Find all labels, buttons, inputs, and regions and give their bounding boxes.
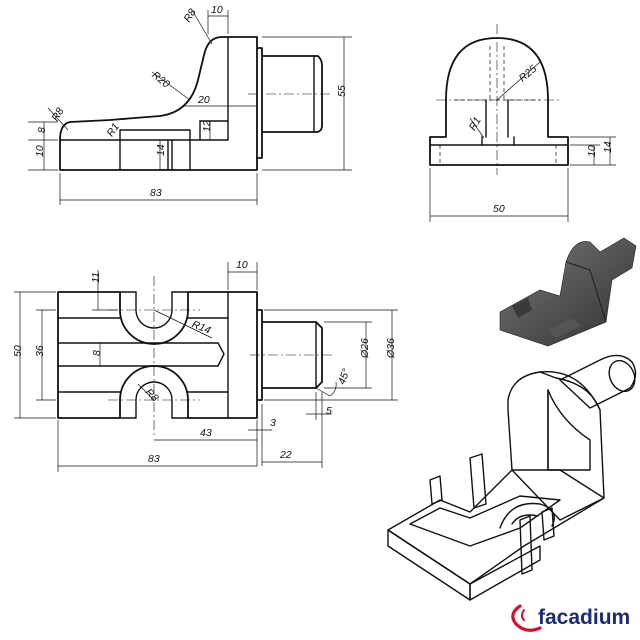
dim-11: 11	[90, 272, 102, 283]
dim-50: 50	[493, 203, 505, 215]
leader-r20	[151, 71, 191, 101]
dim-10-side: 10	[586, 145, 598, 157]
dim-20: 20	[197, 94, 210, 106]
leader-r25	[496, 61, 541, 101]
thumbnail-slot	[512, 298, 532, 318]
front-view-outline	[59, 36, 258, 171]
leader-r14	[153, 309, 213, 339]
dim-r14: R14	[190, 318, 213, 336]
dim-8-top: 8	[91, 350, 103, 356]
leader-r1	[469, 117, 485, 139]
side-view-web	[485, 99, 509, 138]
dim-45: 45°	[336, 367, 353, 386]
logo-swirl-icon	[511, 604, 542, 632]
logo-text: facadium	[538, 606, 630, 629]
iso-fin	[429, 475, 443, 505]
top-view-slot-caps	[119, 291, 189, 419]
front-view-boss	[256, 47, 323, 159]
top-view: 11 10 R14 R8 50 36 8 Ø26 Ø36 45°	[12, 259, 398, 472]
iso-base-side	[469, 545, 541, 601]
iso-boss	[559, 354, 637, 409]
dim-22: 22	[279, 449, 292, 461]
dim-14: 14	[155, 144, 167, 156]
iso-ramp	[409, 495, 561, 547]
front-view-slot	[119, 129, 191, 171]
top-view-break	[217, 342, 225, 367]
iso-base-top	[387, 469, 605, 585]
top-view-outline	[57, 291, 258, 419]
dim-50-top: 50	[12, 345, 24, 357]
leader-r8	[137, 383, 155, 401]
dim-14-side: 14	[602, 141, 614, 153]
iso-u-slot	[499, 502, 555, 529]
dim-d36: Ø36	[385, 338, 397, 359]
iso-u-slot-inner	[511, 514, 539, 525]
dim-83-top: 83	[148, 453, 160, 465]
logo-swirl-inner-icon	[521, 609, 525, 621]
iso-base-front	[387, 529, 471, 601]
dim-83: 83	[150, 187, 162, 199]
dim-3: 3	[270, 417, 276, 429]
side-view-outline	[429, 37, 569, 166]
dim-10: 10	[211, 4, 223, 16]
dim-5: 5	[326, 405, 332, 417]
dim-10-left: 10	[34, 145, 46, 157]
leader-r8-left	[47, 107, 69, 131]
dim-d26: Ø26	[359, 338, 371, 359]
front-view: 10 R8 R20 20 R8 R1 12 14 8 10 55 83	[28, 4, 352, 205]
rendered-part-thumbnail	[490, 230, 638, 356]
thumbnail-edge	[565, 261, 607, 323]
iso-boss-face	[608, 359, 636, 393]
side-view: R25 R1 10 14 50	[429, 24, 616, 222]
top-view-slot-bottom	[135, 381, 173, 419]
iso-rib-face	[547, 389, 591, 471]
top-view-slot-top	[135, 291, 173, 329]
leader-r8	[191, 9, 213, 45]
iso-fin	[541, 507, 555, 541]
dim-8: 8	[36, 127, 48, 133]
iso-fin	[519, 515, 533, 575]
isometric-view	[387, 354, 637, 601]
thumbnail-rib	[548, 318, 580, 338]
dim-43: 43	[200, 427, 212, 439]
top-view-boss-flange	[256, 309, 263, 401]
dim-r1-side: R1	[467, 115, 484, 133]
dim-r8: R8	[143, 386, 161, 404]
dim-12: 12	[201, 120, 213, 132]
dim-10-top: 10	[236, 259, 248, 271]
chamfer-arc	[315, 381, 337, 397]
dim-r8-top: R8	[182, 7, 199, 25]
dim-36: 36	[34, 345, 46, 357]
iso-dome-top	[539, 371, 601, 411]
dim-r8-left: R8	[49, 106, 66, 124]
dim-55: 55	[336, 85, 348, 97]
facadium-logo: facadium	[511, 604, 630, 632]
iso-fin	[469, 453, 487, 509]
